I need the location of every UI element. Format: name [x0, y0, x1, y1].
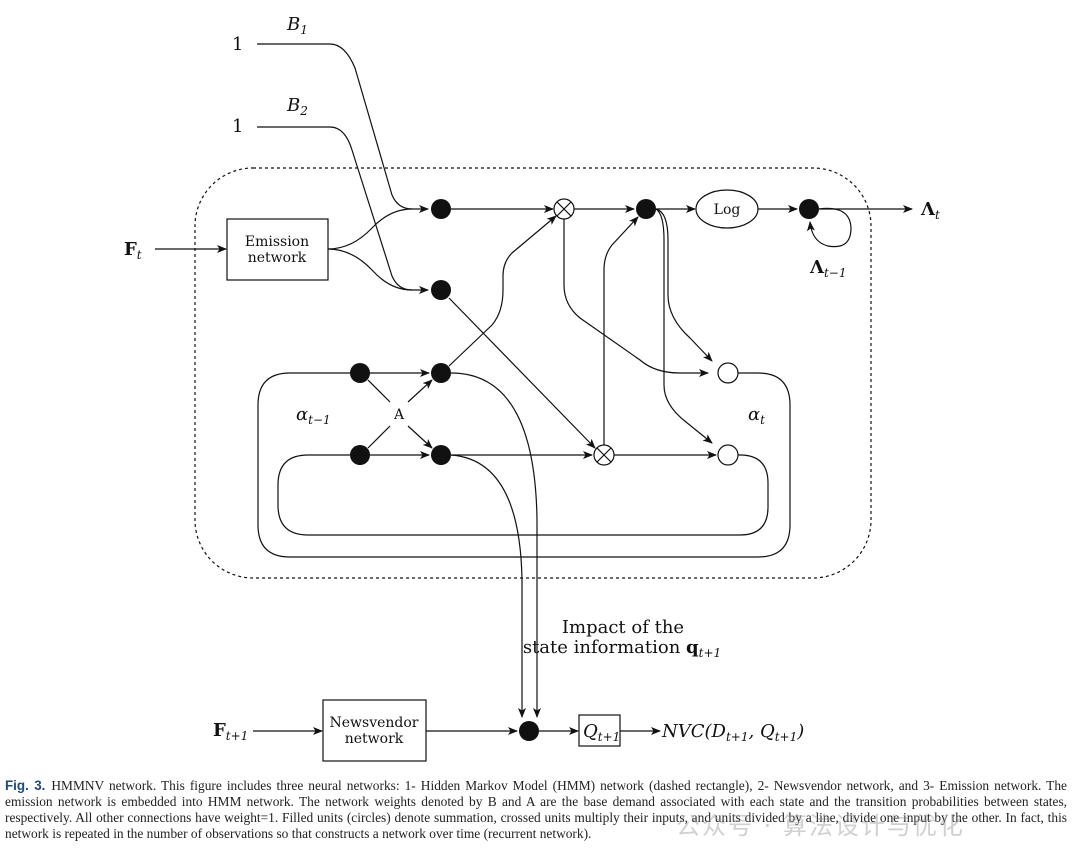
hmm-network-boundary [194, 167, 872, 579]
emission-label-2: network [248, 250, 307, 266]
b1-connection [257, 43, 429, 213]
alpha-t-label: αt [748, 404, 765, 427]
input-b1-label: B1 [286, 14, 308, 37]
log-label: Log [714, 202, 741, 218]
newsvendor-label-2: network [345, 731, 404, 747]
sum-node-top [431, 199, 451, 219]
sum-node-second [431, 280, 451, 300]
emission-network-box [226, 218, 329, 281]
sum-node-lambda [799, 199, 819, 219]
input-b2-label: B2 [286, 95, 308, 118]
nvc-output-label: NVC(Dt+1, Qt+1) [661, 721, 804, 744]
emission-label-1: Emission [245, 234, 309, 250]
alpha-sum-node-bottom [431, 445, 451, 465]
alpha-prev-node-bottom [350, 445, 370, 465]
alpha-loop-outer [257, 372, 791, 558]
emission-to-bottom-sum [327, 248, 413, 291]
alpha-sum-node-top [431, 363, 451, 383]
divide-node-bottom [717, 444, 739, 466]
impact-label-line1: Impact of the [562, 617, 684, 638]
sum-node-denominator [636, 199, 656, 219]
alpha-loop-inner [277, 454, 769, 536]
emission-to-top-sum [327, 208, 413, 250]
input-f-t-label: Ft [124, 239, 142, 262]
newsvendor-network-box [322, 699, 427, 762]
alpha-t-minus-1-label: αt−1 [296, 404, 331, 427]
input-f-t-plus-1-label: Ft+1 [213, 720, 248, 743]
denominator-to-div-bottom [655, 208, 713, 444]
alpha-cross-bottom-to-a [367, 425, 391, 449]
newsvendor-sum-node [519, 721, 539, 741]
newsvendor-label-1: Newsvendor [330, 715, 419, 731]
alpha-top-to-mult-top [448, 215, 557, 367]
figure-label: Fig. 3. [5, 778, 46, 793]
multiply-node-bottom [593, 444, 615, 466]
mult-top-to-alpha-top [563, 219, 709, 377]
lambda-t-label: Λt [920, 199, 940, 222]
impact-label-line2: state information qt+1 [523, 637, 721, 660]
alpha-prev-node-top [350, 363, 370, 383]
q-output-box [578, 714, 621, 747]
mult-bottom-to-denominator [603, 216, 639, 445]
multiply-node-top [553, 198, 575, 220]
alpha-bottom-to-newsvendor-sum [450, 454, 526, 718]
second-sum-to-mult-bottom [448, 297, 596, 449]
input-one-mid: 1 [232, 116, 243, 137]
divide-node-top [717, 362, 739, 384]
lambda-self-loop [806, 207, 852, 248]
alpha-cross-a-to-bottom [407, 425, 433, 449]
hmmnv-network-diagram: 1 B1 1 B2 Ft Emission network Log Λt Λt−… [124, 14, 940, 762]
watermark-text: 公众号 · 算法设计与优化 [676, 812, 965, 840]
lambda-t-minus-1-label: Λt−1 [809, 257, 846, 280]
alpha-cross-top-to-a [367, 379, 391, 403]
denominator-to-div-top [655, 208, 713, 362]
alpha-top-to-newsvendor-sum [450, 372, 541, 718]
figure-caption: Fig. 3.HMMNV network. This figure includ… [5, 778, 1067, 842]
caption-text: HMMNV network. This figure includes thre… [5, 778, 1067, 841]
input-one-top: 1 [232, 34, 243, 55]
q-box-label: Qt+1 [583, 721, 620, 744]
alpha-cross-a-to-top [407, 379, 433, 403]
transition-matrix-a-label: A [393, 407, 405, 423]
